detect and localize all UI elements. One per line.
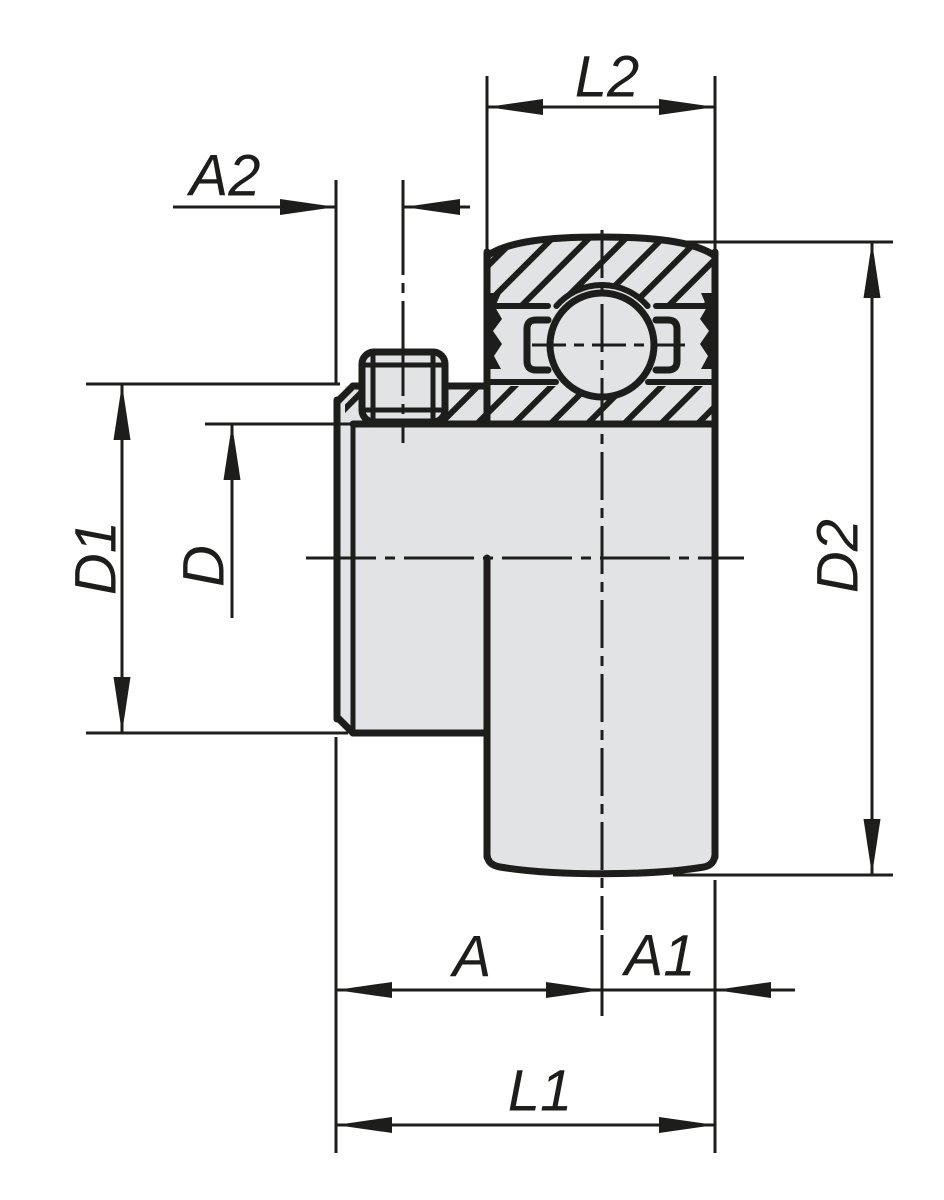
dimension-A: A — [334, 737, 604, 1153]
centerlines — [306, 180, 744, 930]
race-arc — [553, 282, 651, 309]
arrowhead-right — [546, 982, 602, 998]
arrowhead-down — [863, 819, 881, 875]
arrowhead-right — [280, 199, 336, 215]
dimension-D: D — [172, 422, 350, 618]
label-D: D — [172, 545, 237, 587]
label-D2: D2 — [806, 519, 871, 593]
dimension-L2: L2 — [485, 45, 717, 250]
arrowhead-up — [113, 384, 131, 440]
arrowhead-up — [223, 424, 241, 480]
arrowhead-right — [659, 99, 715, 115]
arrowhead-left — [404, 199, 460, 215]
arrowhead-up — [863, 242, 881, 298]
label-L1: L1 — [508, 1059, 573, 1124]
arrowhead-left — [336, 982, 392, 998]
dimension-D1: D1 — [64, 382, 348, 735]
seal-right — [700, 293, 715, 369]
dimension-A1: A1 — [602, 880, 795, 1153]
arrowhead-left — [487, 99, 543, 115]
outer-ring-bottom-curve — [483, 851, 719, 878]
collar-bottom-chamfer — [333, 713, 357, 737]
seal-left — [487, 293, 502, 369]
dimension-A2: A2 — [173, 144, 470, 384]
arrowhead-left — [336, 1117, 392, 1133]
arrowhead-right — [659, 1117, 715, 1133]
arrowhead-left — [715, 982, 771, 998]
ball-cage-left — [523, 316, 552, 374]
label-A1: A1 — [622, 924, 696, 989]
arrowhead-down — [113, 677, 131, 733]
collar-top-chamfer — [333, 382, 357, 406]
dimension-L1: L1 — [336, 1059, 715, 1133]
label-D1: D1 — [64, 521, 129, 595]
dimension-D2: D2 — [673, 240, 893, 877]
label-A: A — [450, 925, 492, 990]
label-A2: A2 — [187, 144, 261, 209]
label-L2: L2 — [575, 45, 640, 110]
